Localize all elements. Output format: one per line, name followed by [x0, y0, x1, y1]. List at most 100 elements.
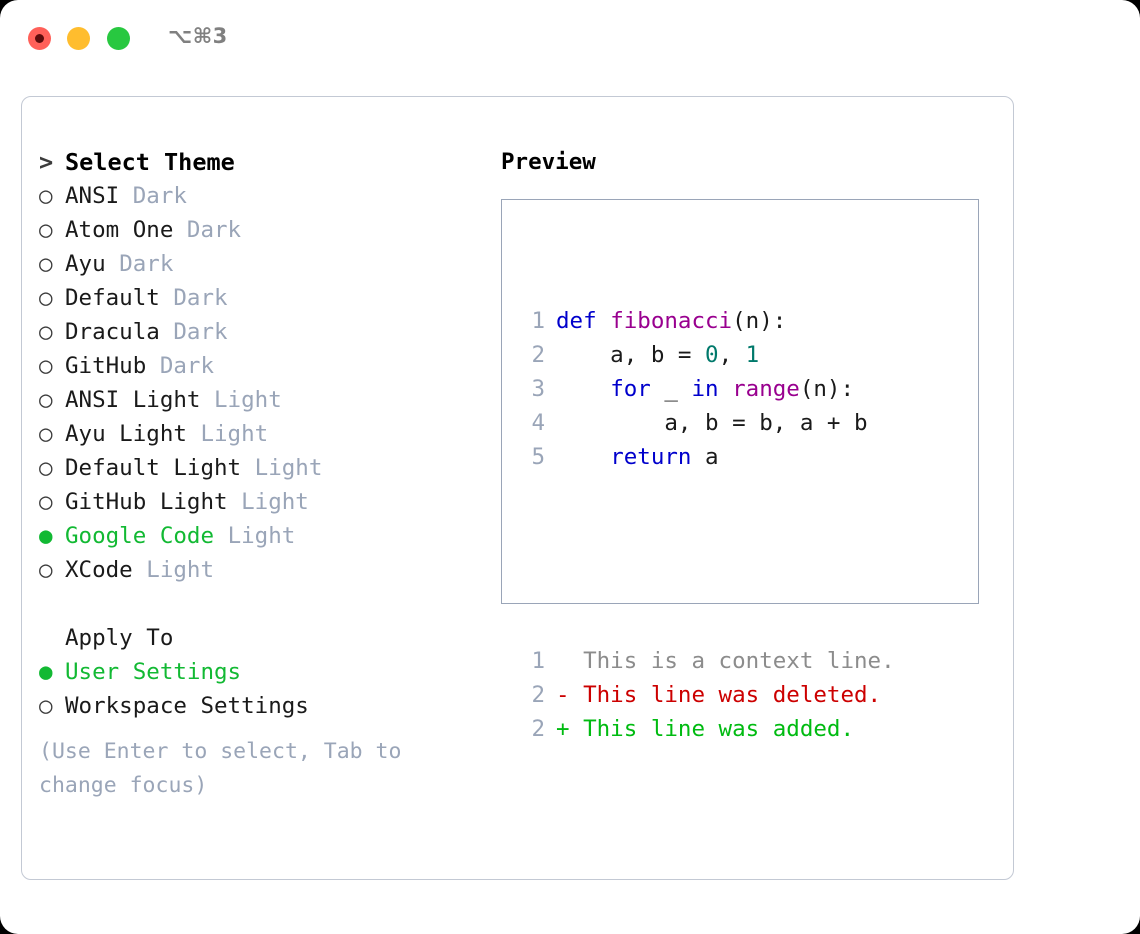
theme-list-item[interactable]: ○ ANSI Light Light [39, 383, 479, 417]
line-number: 2 [531, 716, 545, 742]
theme-name: ANSI [65, 183, 120, 209]
theme-name: Ayu Light [65, 421, 187, 447]
apply-to-header: Apply To [39, 621, 479, 655]
code-diff-gap [519, 542, 895, 576]
theme-name: Ayu [65, 251, 106, 277]
code-token: a [691, 444, 719, 470]
diff-line: 1 This is a context line. [519, 644, 894, 678]
apply-to-option[interactable]: ●User Settings [39, 655, 479, 689]
code-line: 1 def fibonacci(n): [519, 304, 895, 338]
apply-to-marker-placeholder [39, 621, 65, 655]
theme-mode-tag: Light [241, 489, 309, 515]
radio-unselected-icon: ○ [39, 489, 53, 515]
theme-selector-panel: >Select Theme ○ANSI Dark○Atom One Dark○A… [39, 145, 479, 803]
radio-unselected-icon: ○ [39, 217, 53, 243]
code-token: 1 [745, 342, 760, 368]
theme-list-item[interactable]: ○ GitHub Dark [39, 349, 479, 383]
code-token: for [610, 376, 651, 402]
diff-sample: 1 This is a context line. 2 - This line wa… [519, 644, 895, 746]
theme-list-item[interactable]: ○ Atom One Dark [39, 213, 479, 247]
line-number: 2 [531, 342, 545, 368]
code-token: (n): [799, 376, 855, 402]
apply-to-option-list: ●User Settings○Workspace Settings [39, 655, 479, 723]
theme-mode-tag: Dark [186, 217, 242, 243]
theme-name: Google Code [65, 523, 215, 549]
radio-unselected-icon: ○ [39, 353, 53, 379]
prompt-caret-icon: > [39, 148, 54, 176]
diff-line: 2 + This line was added. [519, 712, 895, 746]
diff-line-text: - This line was deleted. [556, 682, 882, 708]
code-token: a, b = b, a + b [556, 410, 868, 436]
theme-mode-tag: Light [254, 455, 323, 481]
radio-unselected-icon: ○ [39, 285, 53, 311]
code-token: def [556, 308, 611, 334]
select-theme-label: Select Theme [65, 148, 235, 176]
theme-list: ○ANSI Dark○Atom One Dark○Ayu Dark○Defaul… [39, 179, 479, 587]
code-token: fibonacci [610, 308, 733, 334]
theme-name: Default Light [65, 455, 242, 481]
radio-unselected-icon: ○ [39, 387, 53, 413]
code-token [719, 376, 733, 402]
list-spacer [39, 587, 479, 621]
diff-line-text: + This line was added. [556, 716, 855, 742]
code-token: range [732, 376, 800, 402]
theme-mode-tag: Dark [119, 251, 174, 277]
theme-list-item[interactable]: ○ ANSI Dark [39, 179, 479, 213]
apply-to-option[interactable]: ○Workspace Settings [39, 689, 479, 723]
line-number: 1 [531, 648, 545, 674]
line-number: 3 [531, 376, 545, 402]
line-number: 2 [531, 682, 545, 708]
theme-mode-tag: Light [227, 523, 296, 549]
theme-mode-tag: Light [214, 387, 282, 413]
keyboard-hint-text: (Use Enter to select, Tab to change focu… [39, 739, 402, 798]
theme-name: XCode [65, 557, 133, 583]
theme-mode-tag: Dark [173, 319, 228, 345]
select-theme-header: > Select Theme [39, 145, 479, 179]
theme-name: ANSI Light [65, 387, 201, 413]
line-number: 4 [531, 410, 545, 436]
theme-mode-tag: Dark [132, 183, 187, 209]
radio-selected-icon: ● [39, 523, 53, 549]
radio-unselected-icon: ○ [39, 319, 53, 345]
line-number: 5 [531, 444, 545, 470]
code-line: 3 for _ in range(n): [519, 372, 895, 406]
radio-unselected-icon: ○ [39, 183, 53, 209]
minimize-button[interactable] [67, 27, 90, 50]
theme-list-item[interactable]: ○GitHub Light Light [39, 485, 479, 519]
close-button[interactable] [28, 27, 51, 50]
apply-to-option-label: User Settings [65, 659, 242, 685]
theme-name: Default [65, 285, 160, 311]
theme-list-item[interactable]: ○Ayu Dark [39, 247, 479, 281]
preview-title: Preview [501, 149, 596, 175]
code-token: in [691, 376, 719, 402]
radio-unselected-icon: ○ [39, 693, 53, 719]
code-token: return [610, 444, 692, 470]
code-token: a, b = [556, 342, 706, 368]
code-line: 4 a, b = b, a + b [519, 406, 895, 440]
maximize-button[interactable] [107, 27, 130, 50]
code-token [556, 444, 610, 470]
theme-list-item[interactable]: ○ Dracula Dark [39, 315, 479, 349]
theme-name: Atom One [65, 217, 174, 243]
radio-unselected-icon: ○ [39, 557, 53, 583]
theme-list-item[interactable]: ○Default Dark [39, 281, 479, 315]
code-token: 0 [705, 342, 719, 368]
theme-name: GitHub [65, 353, 147, 379]
theme-list-item[interactable]: ○ XCode Light [39, 553, 479, 587]
code-token [556, 376, 610, 402]
code-line: 5 return a [519, 440, 895, 474]
theme-name: Dracula [65, 319, 160, 345]
title-bar: ⌥⌘3 [0, 0, 1140, 78]
theme-mode-tag: Light [200, 421, 269, 447]
theme-list-item[interactable]: ○Default Light Light [39, 451, 479, 485]
theme-mode-tag: Dark [159, 353, 215, 379]
theme-mode-tag: Light [146, 557, 215, 583]
theme-list-item[interactable]: ○Ayu Light Light [39, 417, 479, 451]
theme-list-item[interactable]: ● Google Code Light [39, 519, 479, 553]
code-token: (n): [732, 308, 787, 334]
line-number: 1 [531, 308, 545, 334]
